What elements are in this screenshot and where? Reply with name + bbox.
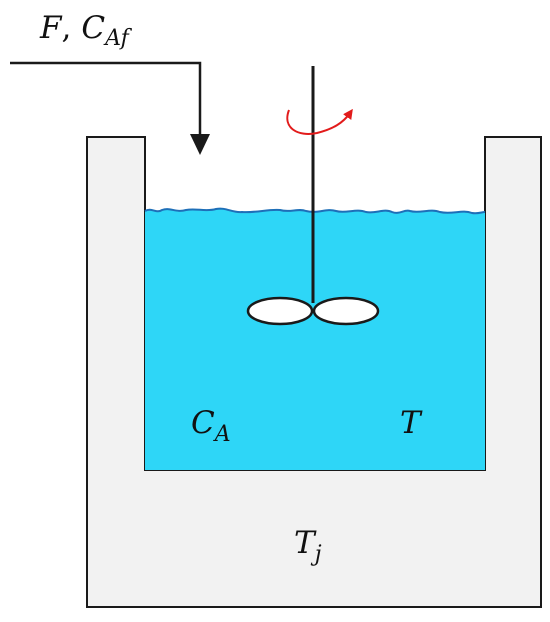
jacket-temperature-label: Tj [294, 525, 322, 567]
down-arrow-icon [190, 134, 210, 155]
reactor-concentration-label: CA [191, 405, 231, 447]
feed-separator: , [62, 10, 72, 46]
feed-conc-subscript: Af [103, 26, 133, 51]
reactor-liquid [145, 208, 485, 470]
feed-flow-symbol: F [39, 10, 63, 46]
reactor-temperature-label: T [400, 405, 423, 441]
feed-label: F,CAf [39, 10, 133, 51]
curved-rotation-arrow-icon [286, 108, 353, 135]
jacket-temp-symbol: T [294, 525, 317, 561]
conc-symbol: C [191, 405, 215, 441]
feed-line [10, 61, 202, 138]
impeller-blade-left [246, 296, 314, 326]
feed-conc-symbol: C [81, 10, 105, 46]
conc-subscript: A [213, 422, 231, 447]
liquid-surface [144, 207, 486, 215]
impeller-blade-right [312, 296, 380, 326]
